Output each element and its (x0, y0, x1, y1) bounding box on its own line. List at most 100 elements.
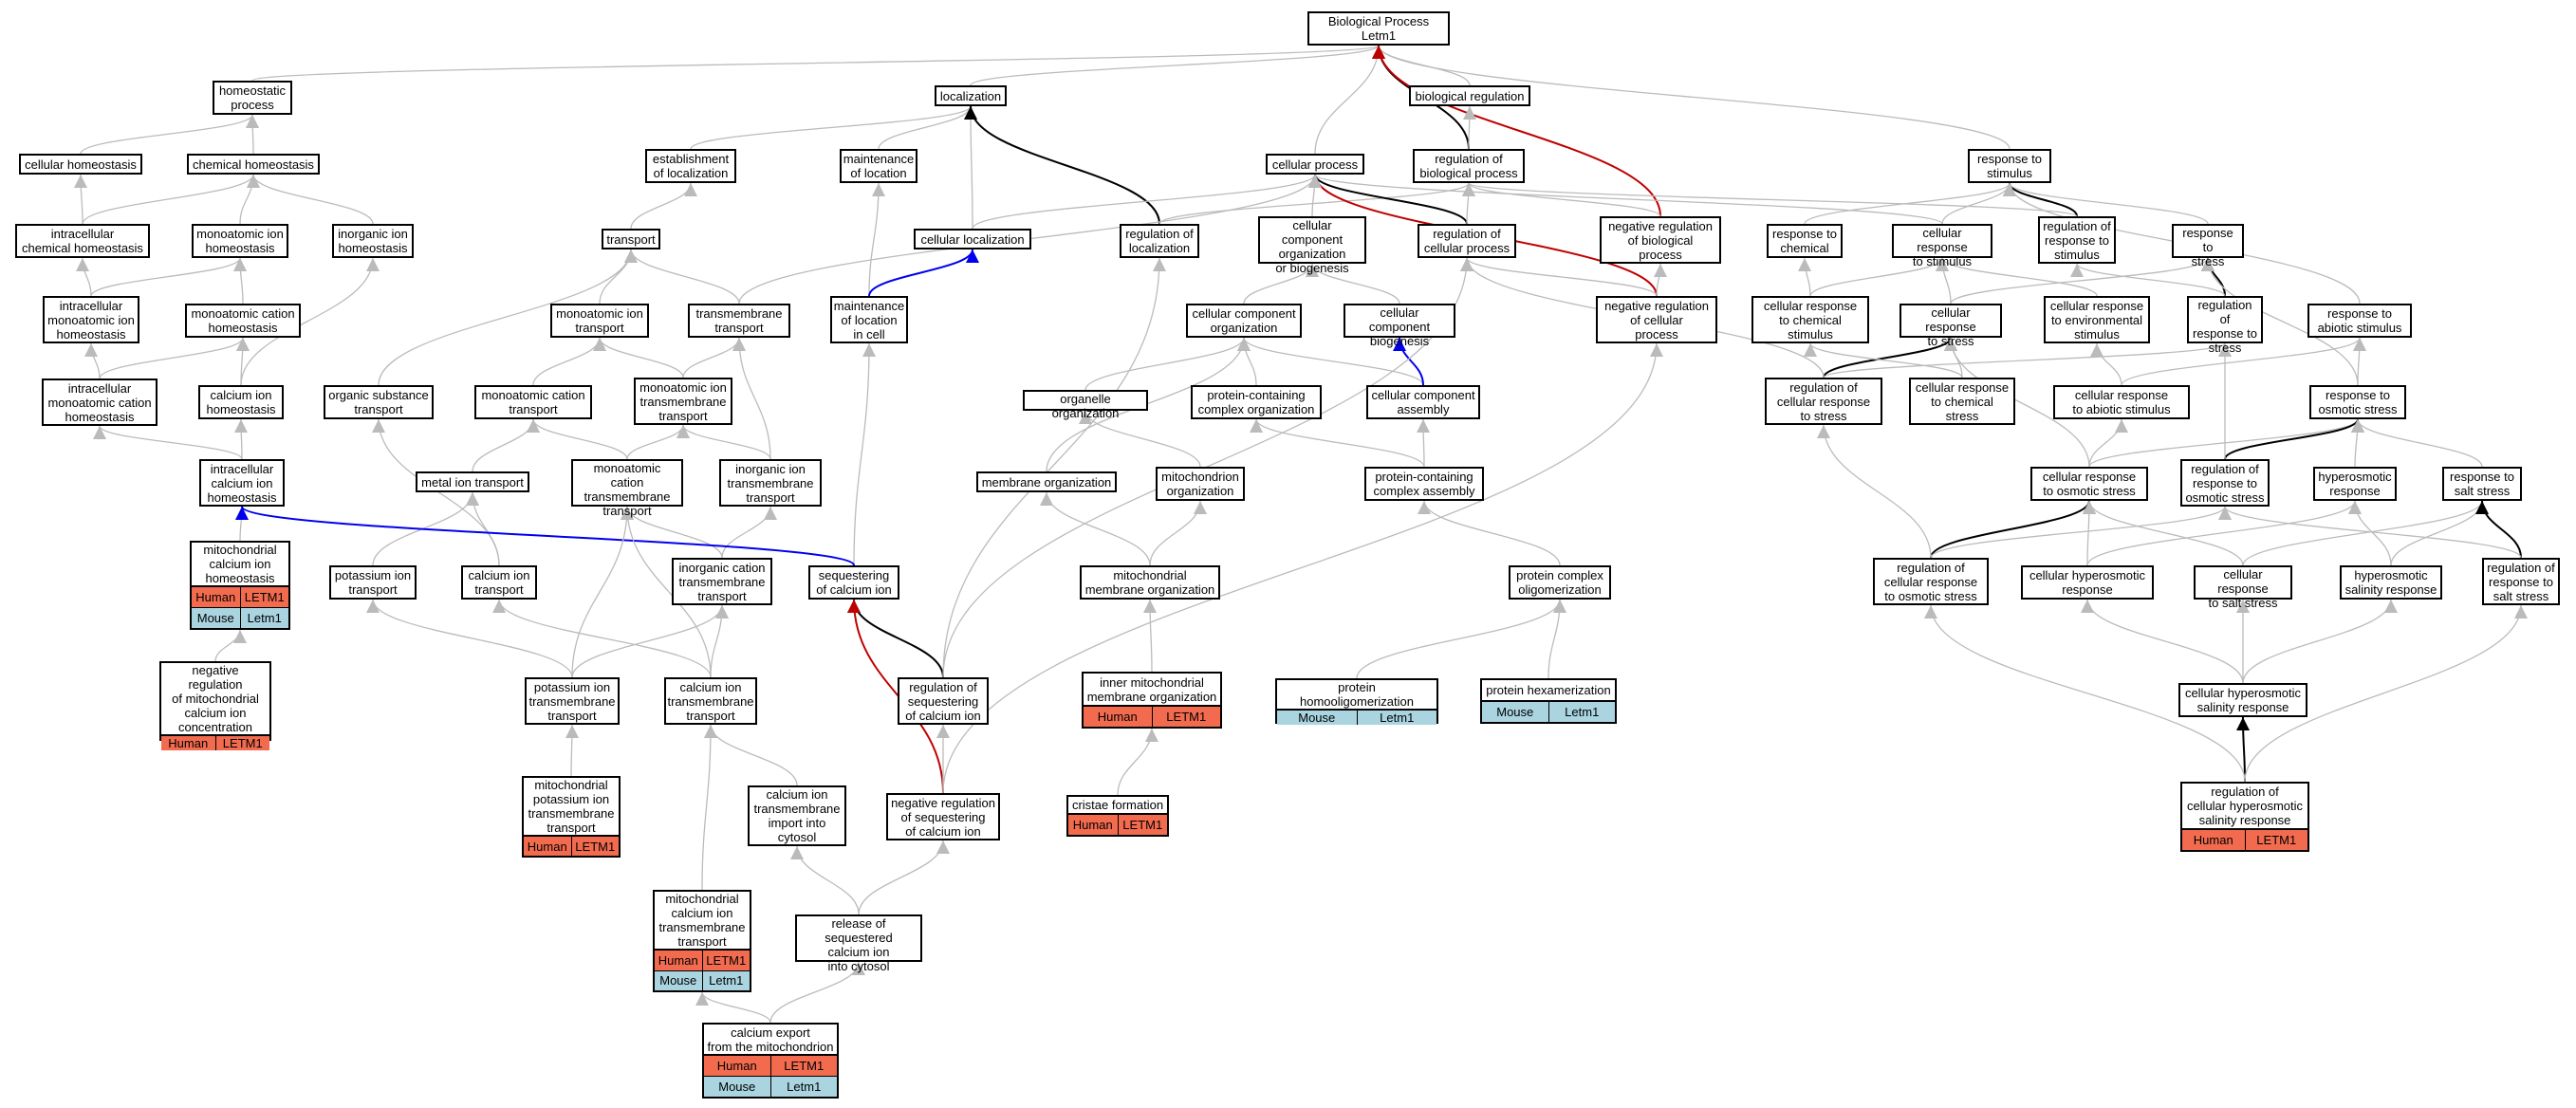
go-term-node[interactable]: maintenance of location (840, 149, 917, 183)
go-term-node[interactable]: regulation of sequestering of calcium io… (898, 677, 989, 725)
go-term-node[interactable]: cellular response to environmental stimu… (2044, 296, 2150, 343)
go-term-node[interactable]: organic substance transport (324, 385, 434, 419)
go-term-node[interactable]: cellular response to chemical stress (1909, 378, 2015, 425)
go-term-node[interactable]: negative regulation of cellular process (1596, 296, 1717, 343)
go-term-node[interactable]: sequestering of calcium ion (808, 565, 899, 600)
go-term-node[interactable]: protein-containing complex organization (1191, 385, 1322, 419)
go-term-node[interactable]: cellular response to abiotic stimulus (2053, 385, 2190, 419)
go-term-node[interactable]: response to chemical (1767, 224, 1843, 258)
go-term-node[interactable]: response to osmotic stress (2309, 385, 2406, 419)
go-term-node[interactable]: monoatomic ion transport (550, 304, 649, 338)
go-term-node[interactable]: regulation of cellular hyperosmotic sali… (2180, 782, 2309, 852)
go-term-node[interactable]: mitochondrial calcium ion transmembrane … (653, 890, 751, 992)
go-term-node[interactable]: Biological Process Letm1 (1307, 11, 1450, 46)
go-term-node[interactable]: regulation of response to osmotic stress (2180, 459, 2270, 507)
go-term-node[interactable]: response to abiotic stimulus (2307, 304, 2412, 338)
go-term-node[interactable]: transport (602, 229, 660, 249)
go-term-node[interactable]: mitochondrial membrane organization (1080, 565, 1220, 600)
go-term-node[interactable]: cellular localization (914, 229, 1031, 249)
go-term-node[interactable]: cellular response to stress (1900, 304, 2002, 348)
go-term-node[interactable]: chemical homeostasis (187, 154, 320, 175)
go-term-node[interactable]: release of sequestered calcium ion into … (795, 914, 922, 973)
go-term-node[interactable]: inner mitochondrial membrane organizatio… (1082, 672, 1222, 729)
go-term-node[interactable]: monoatomic cation transport (474, 385, 592, 419)
go-term-node[interactable]: metal ion transport (416, 471, 529, 492)
go-term-node[interactable]: monoatomic ion homeostasis (192, 224, 288, 258)
go-term-node[interactable]: regulation of localization (1120, 224, 1199, 258)
go-term-node[interactable]: cellular response to stimulus (1892, 224, 1992, 268)
go-term-node[interactable]: inorganic ion homeostasis (332, 224, 414, 258)
go-term-node[interactable]: cellular component organization (1186, 304, 1302, 338)
go-term-node[interactable]: cellular hyperosmotic salinity response (2178, 683, 2307, 717)
go-term-label: hyperosmotic salinity response (2344, 568, 2437, 597)
go-term-node[interactable]: cellular process (1266, 154, 1364, 175)
go-term-node[interactable]: monoatomic cation homeostasis (185, 304, 301, 338)
go-term-node[interactable]: monoatomic cation transmembrane transpor… (571, 459, 683, 518)
go-term-node[interactable]: hyperosmotic salinity response (2340, 565, 2442, 600)
edge-icchem-cellhomeo (74, 174, 88, 225)
go-term-node[interactable]: organelle organization (1023, 390, 1148, 420)
edge-crchem-respchem (1798, 257, 1812, 297)
go-term-node[interactable]: response to salt stress (2442, 467, 2522, 501)
go-term-node[interactable]: cellular response to chemical stimulus (1751, 296, 1869, 343)
go-term-node[interactable]: potassium ion transport (329, 565, 417, 600)
go-term-node[interactable]: homeostatic process (213, 81, 292, 115)
go-term-node[interactable]: cellular response to salt stress (2194, 565, 2292, 610)
go-term-node[interactable]: mitochondrial potassium ion transmembran… (522, 776, 621, 858)
go-term-node[interactable]: biological regulation (1409, 85, 1530, 106)
go-term-node[interactable]: regulation of biological process (1413, 149, 1525, 183)
go-term-label: inorganic ion homeostasis (338, 227, 408, 255)
go-term-node[interactable]: calcium ion transport (461, 565, 537, 600)
go-term-node[interactable]: establishment of localization (645, 149, 736, 183)
go-term-node[interactable]: response to stimulus (1968, 149, 2051, 183)
go-term-node[interactable]: localization (935, 85, 1007, 106)
go-term-node[interactable]: protein complex oligomerization (1509, 565, 1611, 600)
go-term-node[interactable]: mitochondrion organization (1156, 467, 1245, 501)
go-term-node[interactable]: regulation of response to salt stress (2482, 558, 2560, 605)
annotation-gene: LETM1 (701, 951, 751, 970)
go-term-node[interactable]: regulation of cellular process (1418, 224, 1516, 258)
go-term-node[interactable]: monoatomic ion transmembrane transport (634, 378, 732, 425)
go-term-node[interactable]: regulation of cellular response to stres… (1765, 378, 1882, 425)
go-term-node[interactable]: intracellular monoatomic cation homeosta… (42, 379, 158, 426)
go-term-node[interactable]: protein-containing complex assembly (1364, 467, 1484, 501)
go-term-node[interactable]: negative regulation of mitochondrial cal… (159, 661, 271, 750)
annotation-gene: LETM1 (570, 837, 620, 856)
go-term-node[interactable]: regulation of cellular response to osmot… (1873, 558, 1989, 605)
go-term-node[interactable]: calcium ion transmembrane transport (664, 677, 757, 725)
go-term-node[interactable]: cellular response to osmotic stress (2030, 467, 2148, 501)
go-term-node[interactable]: calcium ion homeostasis (198, 385, 284, 419)
go-term-node[interactable]: membrane organization (976, 471, 1117, 492)
go-term-node[interactable]: negative regulation of sequestering of c… (886, 793, 1000, 840)
go-term-node[interactable]: regulation of response to stimulus (2038, 216, 2116, 264)
go-term-node[interactable]: potassium ion transmembrane transport (525, 677, 620, 725)
go-term-label: regulation of response to salt stress (2487, 560, 2555, 603)
go-term-node[interactable]: negative regulation of biological proces… (1600, 216, 1721, 264)
go-term-node[interactable]: intracellular calcium ion homeostasis (199, 459, 285, 507)
go-term-node[interactable]: inorganic ion transmembrane transport (719, 459, 822, 507)
go-term-node[interactable]: transmembrane transport (688, 304, 790, 338)
go-term-node[interactable]: cellular homeostasis (19, 154, 142, 175)
go-term-node[interactable]: cellular hyperosmotic response (2021, 565, 2154, 600)
go-term-node[interactable]: maintenance of location in cell (830, 296, 908, 343)
go-term-node[interactable]: intracellular monoatomic ion homeostasis (43, 296, 139, 343)
go-term-node[interactable]: cellular component biogenesis (1344, 304, 1455, 348)
go-term-node[interactable]: intracellular chemical homeostasis (15, 224, 150, 258)
go-term-node[interactable]: response to stress (2172, 224, 2244, 268)
go-term-node[interactable]: cellular component assembly (1366, 385, 1480, 419)
go-term-node[interactable]: hyperosmotic response (2313, 467, 2397, 501)
go-term-label: intracellular calcium ion homeostasis (207, 461, 277, 505)
go-term-node[interactable]: calcium ion transmembrane import into cy… (748, 785, 846, 846)
go-term-node[interactable]: regulation of response to stress (2187, 296, 2263, 355)
go-term-label: mitochondrial calcium ion homeostasis (203, 543, 277, 585)
go-term-node[interactable]: inorganic cation transmembrane transport (672, 558, 772, 605)
go-term-node[interactable]: cellular component organization or bioge… (1258, 216, 1366, 275)
go-term-label: membrane organization (981, 474, 1112, 489)
